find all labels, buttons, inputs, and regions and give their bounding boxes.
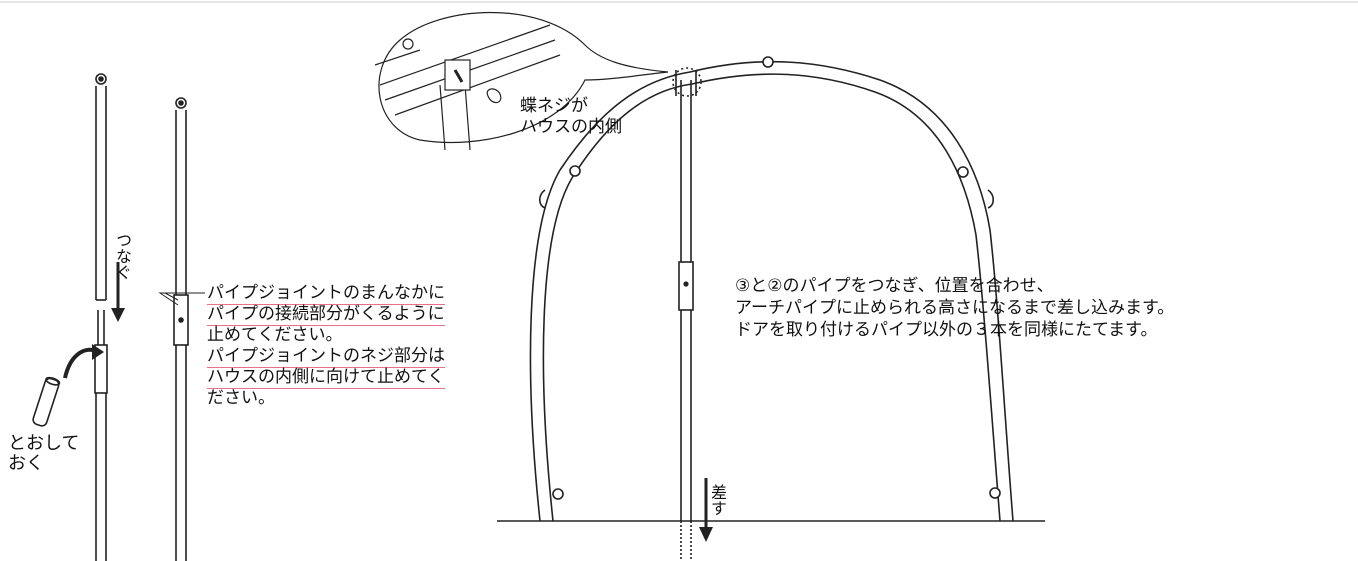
center-pipe <box>672 67 702 561</box>
upper-pipe-left <box>95 73 107 301</box>
insert-label: 差す <box>708 484 727 516</box>
arch-frame <box>497 56 1045 522</box>
connect-arrow <box>111 262 125 322</box>
instruction-left-4: パイプジョイントのネジ部分は <box>207 346 445 368</box>
connect-label: つなぐ <box>113 232 132 280</box>
instruction-left-6: ださい。 <box>207 388 275 408</box>
instruction-right-1: ③と②のパイプをつなぎ、位置を合わせ、 <box>735 276 1054 296</box>
lower-pipe-left <box>94 310 108 561</box>
instruction-left-5: ハウスの内側に向けて止めてく <box>207 367 445 389</box>
instruction-right-2: アーチパイプに止められる高さになるまで差し込みます。 <box>735 298 1175 318</box>
joined-pipe <box>173 97 189 561</box>
keep-label: おく <box>8 453 44 474</box>
instruction-right-3: ドアを取り付けるパイプ以外の３本を同様にたてます。 <box>735 320 1158 340</box>
detail-callout <box>374 12 669 151</box>
through-label: とおして <box>8 433 80 454</box>
instruction-left-2: パイプの接続部分がくるように <box>207 304 445 326</box>
wing-nut-label-1: 蝶ネジが <box>520 96 588 116</box>
instruction-left-1: パイプジョイントのまんなかに <box>207 283 445 305</box>
instruction-left-3: 止めてください。 <box>207 325 343 345</box>
wing-nut-label-2: ハウスの内側 <box>520 117 622 137</box>
loose-joint <box>32 376 61 427</box>
insert-arrow <box>699 478 713 542</box>
